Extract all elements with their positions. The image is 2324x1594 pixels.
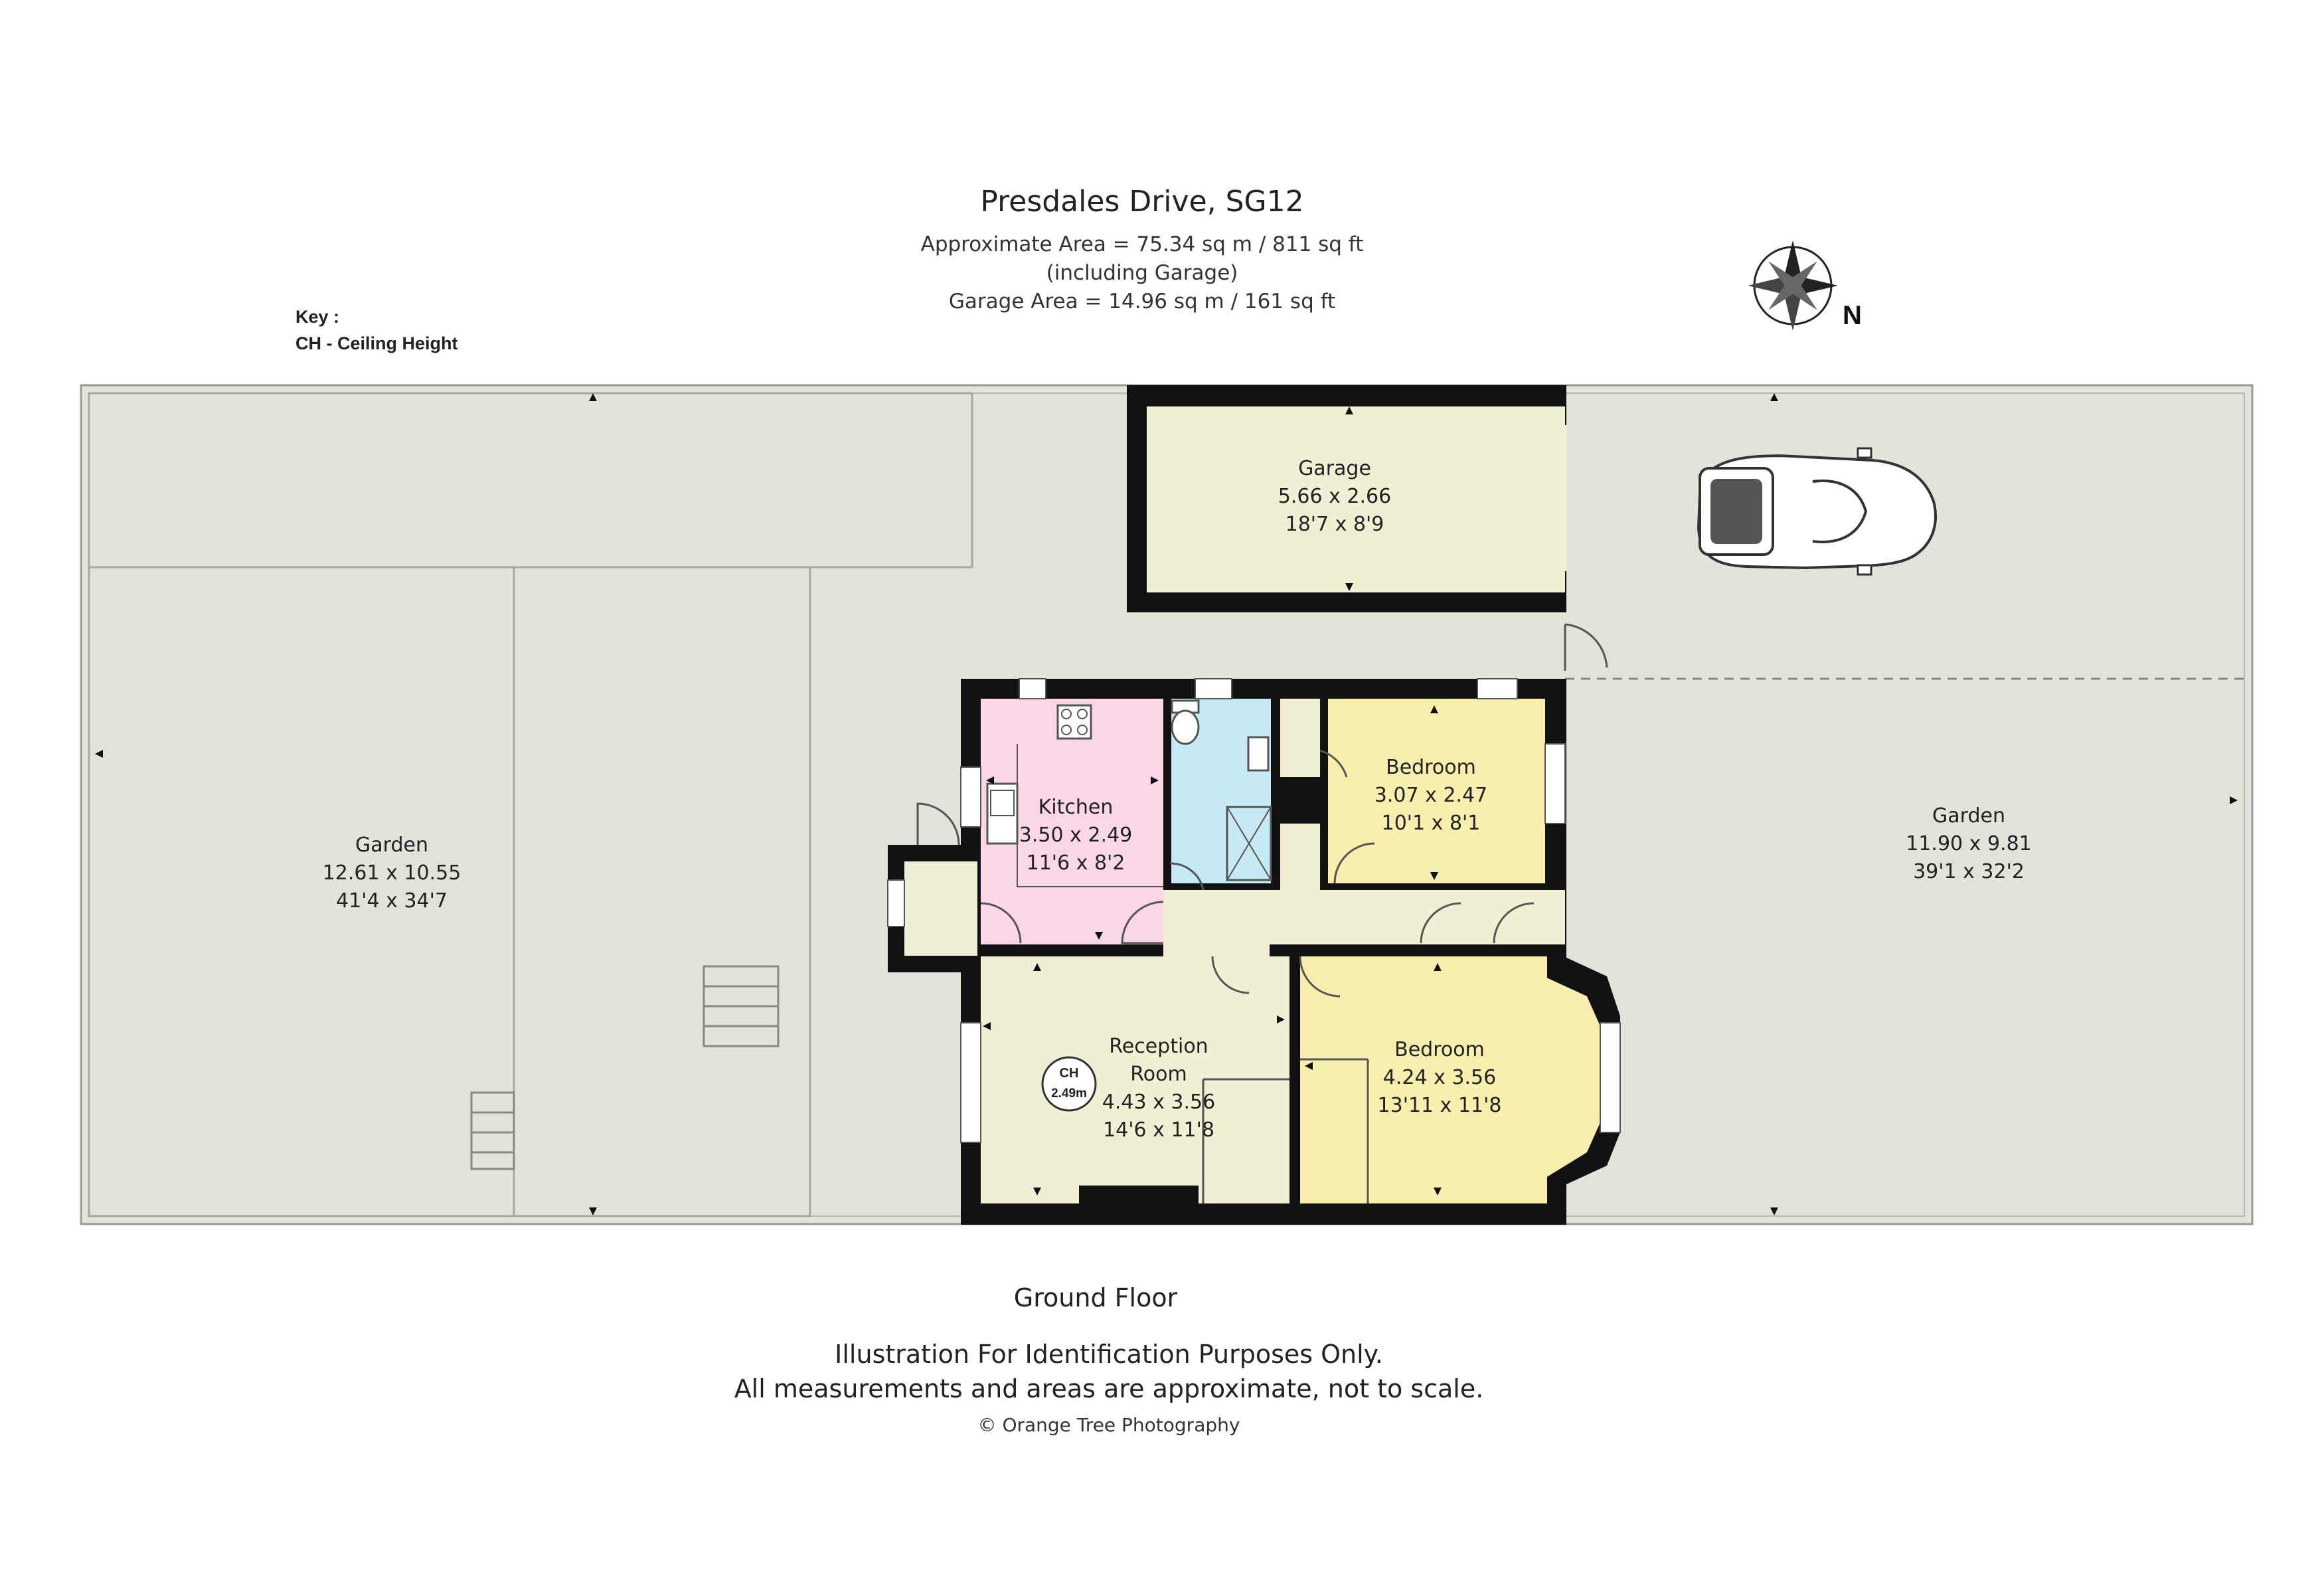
garage-area: Garage Area = 14.96 sq m / 161 sq ft: [949, 290, 1335, 313]
hob-icon: [1056, 704, 1092, 740]
svg-text:Bedroom: Bedroom: [1394, 1038, 1485, 1061]
page-title: Presdales Drive, SG12: [980, 185, 1303, 219]
basin-icon: [1247, 736, 1270, 772]
garage-floor: [1147, 406, 1565, 592]
svg-text:11'6 x 8'2: 11'6 x 8'2: [1027, 851, 1125, 875]
svg-text:Kitchen: Kitchen: [1038, 796, 1114, 819]
svg-text:4.24 x 3.56: 4.24 x 3.56: [1383, 1066, 1496, 1089]
disclaimer-line-1: Illustration For Identification Purposes…: [835, 1340, 1383, 1369]
svg-text:CH: CH: [1060, 1066, 1079, 1081]
shower-icon: [1226, 806, 1272, 881]
area-note: (including Garage): [1046, 261, 1238, 285]
svg-text:Reception: Reception: [1109, 1035, 1208, 1058]
label-bedroom-2: Bedroom 4.24 x 3.56 13'11 x 11'8: [1378, 1038, 1502, 1117]
svg-text:3.07 x 2.47: 3.07 x 2.47: [1374, 784, 1487, 807]
kitchen-counter: [1017, 744, 1163, 887]
svg-text:3.50 x 2.49: 3.50 x 2.49: [1019, 824, 1132, 847]
bathroom-wall-block: [1283, 784, 1316, 818]
svg-text:2.49m: 2.49m: [1051, 1087, 1087, 1101]
key-heading: Key :: [295, 307, 339, 327]
label-kitchen: Kitchen 3.50 x 2.49 11'6 x 8'2: [1019, 796, 1132, 875]
label-bedroom-1: Bedroom 3.07 x 2.47 10'1 x 8'1: [1374, 756, 1487, 835]
cupboard-floor: [1280, 699, 1320, 777]
gate-door-swing: [1564, 623, 1608, 671]
svg-text:Garage: Garage: [1298, 457, 1371, 480]
svg-text:Garden: Garden: [1932, 804, 2005, 828]
label-garage: Garage 5.66 x 2.66 18'7 x 8'9: [1278, 457, 1391, 536]
hallway-floor: [1163, 890, 1565, 944]
ceiling-height-marker: CH 2.49m: [1041, 1056, 1097, 1112]
svg-text:10'1 x 8'1: 10'1 x 8'1: [1382, 812, 1481, 835]
approximate-area: Approximate Area = 75.34 sq m / 811 sq f…: [921, 232, 1364, 256]
reception-hall-join: [1163, 942, 1270, 962]
svg-text:5.66 x 2.66: 5.66 x 2.66: [1278, 485, 1391, 508]
svg-text:39'1 x 32'2: 39'1 x 32'2: [1913, 860, 2025, 883]
label-garden-right: Garden 11.90 x 9.81 39'1 x 32'2: [1906, 804, 2032, 883]
steps-upper: [703, 965, 780, 1047]
floor-label: Ground Floor: [1014, 1283, 1178, 1312]
bedroom-2-bay: [1544, 976, 1600, 1179]
svg-text:12.61 x 10.55: 12.61 x 10.55: [323, 861, 461, 885]
steps-lower: [470, 1091, 515, 1170]
svg-text:18'7 x 8'9: 18'7 x 8'9: [1286, 513, 1384, 536]
label-garden-left: Garden 12.61 x 10.55 41'4 x 34'7: [323, 834, 461, 913]
compass-north-label: N: [1843, 301, 1862, 330]
svg-text:Bedroom: Bedroom: [1386, 756, 1476, 779]
svg-text:14'6 x 11'8: 14'6 x 11'8: [1103, 1118, 1214, 1142]
key-ceiling-height: CH - Ceiling Height: [295, 333, 458, 353]
svg-text:41'4 x 34'7: 41'4 x 34'7: [336, 889, 448, 913]
bedroom-2-floor: [1300, 956, 1547, 1203]
windows: [887, 678, 1621, 1143]
svg-text:13'11 x 11'8: 13'11 x 11'8: [1378, 1094, 1502, 1117]
bedroom-1-floor: [1328, 699, 1545, 883]
left-middle-area: [513, 566, 811, 1217]
chimney-breast: [1079, 1186, 1199, 1212]
hallway-stub: [1280, 824, 1320, 890]
label-reception-room: Reception Room 4.43 x 3.56 14'6 x 11'8: [1102, 1035, 1215, 1142]
left-garden-area: [88, 566, 515, 1217]
copyright: © Orange Tree Photography: [978, 1414, 1240, 1436]
svg-text:4.43 x 3.56: 4.43 x 3.56: [1102, 1091, 1215, 1114]
car-icon: [1697, 447, 1937, 576]
svg-text:Room: Room: [1130, 1063, 1187, 1086]
sink-icon: [986, 782, 1019, 845]
dimension-arrows: [95, 393, 2238, 1215]
left-top-bed: [88, 392, 973, 569]
compass-rose-icon: [1748, 240, 1838, 331]
disclaimer-line-2: All measurements and areas are approxima…: [734, 1374, 1484, 1403]
doors: [916, 749, 1535, 998]
svg-text:11.90 x 9.81: 11.90 x 9.81: [1906, 832, 2032, 855]
svg-text:Garden: Garden: [355, 834, 428, 857]
porch-floor: [904, 861, 977, 956]
toilet-icon: [1171, 699, 1200, 745]
garage-door-opening: [1546, 425, 1566, 571]
